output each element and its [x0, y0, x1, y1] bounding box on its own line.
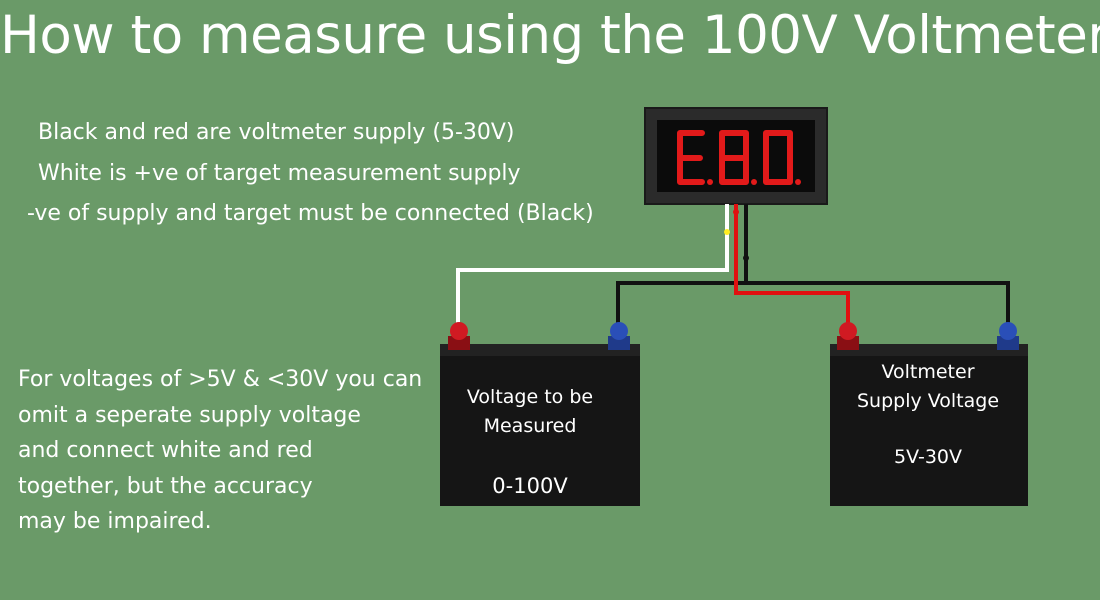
- black-wire-supply-negative: [746, 281, 1010, 330]
- voltmeter-digits: [677, 130, 801, 185]
- paragraph-line: may be impaired.: [18, 509, 212, 534]
- battery-supply-label-line: Supply Voltage: [856, 390, 1000, 412]
- note-white-wire: White is +ve of target measurement suppl…: [38, 161, 521, 186]
- white-wire: [456, 204, 729, 330]
- black-wire-ground: [616, 204, 748, 330]
- paragraph-line: omit a seperate supply voltage: [18, 402, 361, 428]
- red-wire: [734, 204, 850, 330]
- battery-target-label-line: Measured: [483, 415, 577, 437]
- paragraph-line: together, but the accuracy: [18, 473, 313, 499]
- battery-supply-label-line: Voltmeter: [881, 361, 975, 383]
- battery-supply-label: Voltmeter Supply Voltage: [848, 358, 1008, 416]
- battery-target: [440, 322, 640, 506]
- paragraph-line: and connect white and red: [18, 438, 313, 463]
- page-title: How to measure using the 100V Voltmeter: [0, 5, 1100, 66]
- paragraph-line: For voltages of >5V & <30V you can: [18, 367, 423, 392]
- note-paragraph: For voltages of >5V & <30V you can omit …: [18, 362, 422, 540]
- voltmeter-module: [644, 107, 828, 205]
- battery-target-label: Voltage to be Measured: [450, 383, 610, 441]
- battery-target-label-line: Voltage to be: [466, 386, 594, 408]
- note-supply: Black and red are voltmeter supply (5-30…: [38, 120, 515, 145]
- note-common-ground: -ve of supply and target must be connect…: [27, 201, 594, 226]
- battery-supply: [830, 322, 1028, 506]
- battery-target-range: 0-100V: [492, 474, 568, 498]
- battery-supply-range: 5V-30V: [893, 446, 962, 468]
